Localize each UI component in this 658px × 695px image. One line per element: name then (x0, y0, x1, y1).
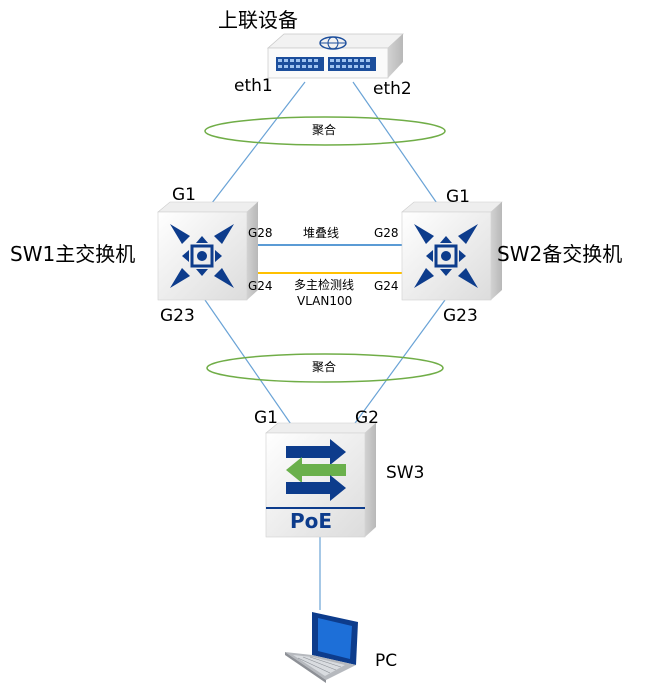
lag-top-label: 聚合 (312, 123, 337, 137)
lag-ellipse-bottom (206, 353, 444, 383)
link-eth2-sw2 (352, 81, 444, 213)
poe-switch-icon (265, 422, 377, 538)
sw1-detect-port-label: G24 (248, 279, 273, 293)
sw2-uplink-port-label: G1 (446, 187, 470, 207)
link-eth1-sw1 (204, 81, 306, 213)
core-switch-icon (157, 201, 259, 301)
poe-label: PoE (290, 509, 333, 533)
sw1-uplink-port-label: G1 (172, 185, 196, 205)
pc-label: PC (375, 651, 398, 671)
link-sw1-sw3 (204, 299, 296, 431)
eth1-label: eth1 (234, 76, 273, 96)
link-sw2-sw3 (349, 299, 446, 431)
sw2-detect-port-label: G24 (374, 279, 399, 293)
upstream-device-label: 上联设备 (218, 8, 298, 32)
sw3-port-left-label: G1 (254, 408, 278, 428)
sw1-stack-port-label: G28 (248, 226, 273, 240)
sw3-port-right-label: G2 (355, 408, 379, 428)
sw2-name-label: SW2备交换机 (497, 242, 623, 266)
sw1-downlink-port-label: G23 (160, 306, 195, 326)
sw2-downlink-port-label: G23 (443, 306, 478, 326)
sw3-name-label: SW3 (386, 463, 425, 483)
detect-line-label: 多主检测线 (294, 278, 355, 292)
links (204, 81, 446, 610)
eth2-label: eth2 (373, 79, 412, 99)
lag-bottom-label: 聚合 (312, 360, 337, 374)
lag-ellipse-top (204, 116, 446, 146)
sw2-stack-port-label: G28 (374, 226, 399, 240)
switch-icon (266, 33, 405, 79)
detect-vlan-label: VLAN100 (297, 294, 353, 308)
laptop-icon (285, 612, 358, 683)
core-switch-icon (401, 201, 503, 301)
sw1-name-label: SW1主交换机 (10, 242, 136, 266)
stack-line-label: 堆叠线 (303, 226, 340, 240)
